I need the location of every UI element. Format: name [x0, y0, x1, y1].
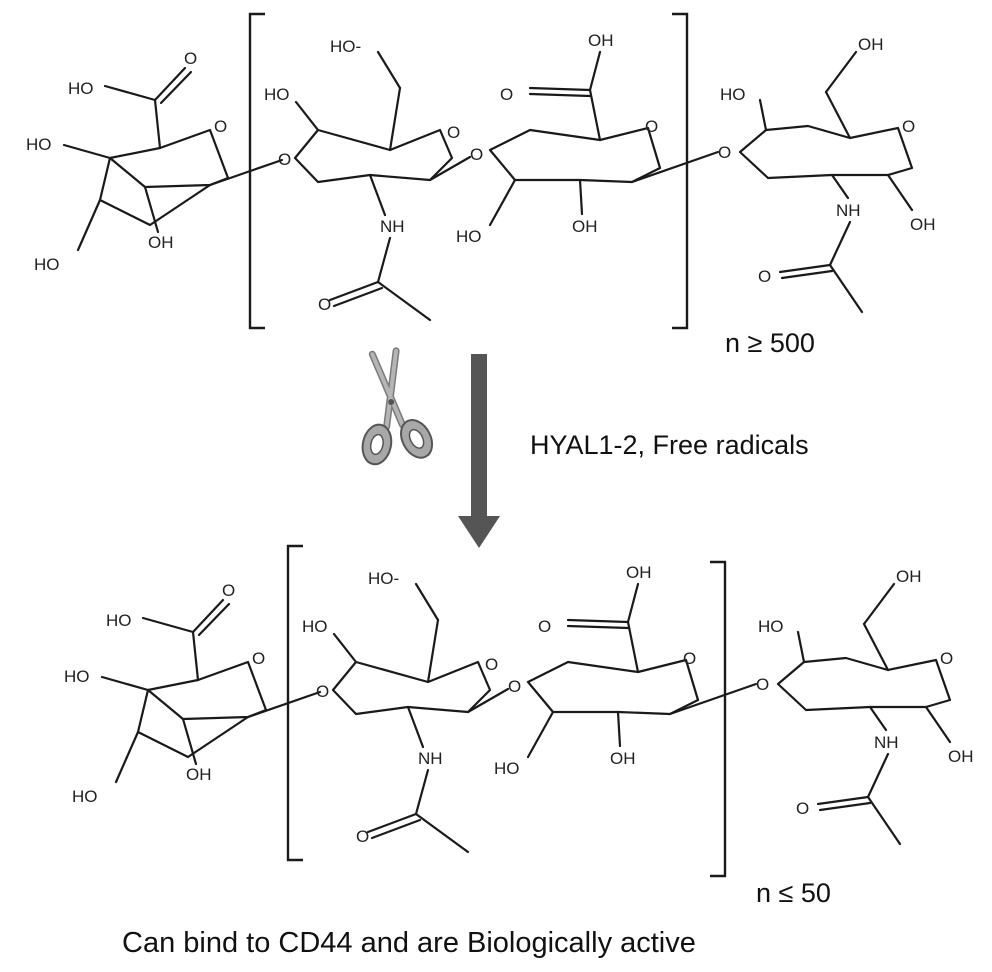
repeat-bracket-right: [672, 12, 689, 330]
ring-oxygen-label: O: [447, 123, 460, 142]
atom-label-o: O: [356, 827, 369, 846]
atom-label-ho: HO: [68, 79, 94, 98]
atom-label-nh: NH: [836, 201, 861, 220]
atom-label-ho: HO: [34, 255, 60, 274]
atom-label-ho: HO: [106, 611, 132, 630]
repeat-bracket-left: [248, 12, 265, 330]
atom-label-ho: HO: [302, 617, 328, 636]
atom-label-ho-dash: HO-: [330, 37, 361, 56]
atom-label-oh: OH: [572, 217, 598, 236]
glucuronic-acid-repeat-unit: OH O O HO OH: [456, 31, 720, 246]
atom-label-o: O: [796, 799, 809, 818]
reaction-label: HYAL1-2, Free radicals: [530, 430, 809, 460]
scissors-icon: [361, 347, 434, 466]
atom-label-ho: HO: [264, 85, 290, 104]
repeat-count-bottom: n ≤ 50: [756, 878, 831, 908]
n-acetylglucosamine-unit: HO HO- O NH O O: [264, 37, 483, 322]
down-arrow: [458, 354, 500, 548]
atom-label-ho: HO: [758, 617, 784, 636]
atom-label-ho: HO: [26, 135, 52, 154]
glycosidic-oxygen-label: O: [470, 145, 483, 164]
reaction-step: HYAL1-2, Free radicals: [361, 347, 809, 548]
ring-oxygen-label: O: [645, 117, 658, 136]
reducing-end-glcnac-unit: HO OH O NH OH O O: [756, 567, 974, 846]
n-acetylglucosamine-unit: HO HO- O NH O O: [302, 569, 521, 854]
atom-label-o: O: [184, 49, 197, 68]
atom-label-oh: OH: [588, 31, 614, 50]
atom-label-ho: HO: [72, 787, 98, 806]
atom-label-oh: OH: [610, 749, 636, 768]
atom-label-ho-dash: HO-: [368, 569, 399, 588]
atom-label-oh: OH: [910, 215, 936, 234]
atom-label-ho: HO: [720, 85, 746, 104]
repeat-bracket-right: [710, 560, 727, 878]
ring-oxygen-label: O: [683, 649, 696, 668]
atom-label-o: O: [222, 581, 235, 600]
reducing-end-glcnac-unit: HO OH O NH OH O O: [718, 35, 936, 314]
atom-label-o: O: [318, 295, 331, 314]
glucuronic-acid-unit: HO O O HO OH HO O: [26, 49, 291, 274]
top-hyaluronan-structure: HO O O HO OH HO O HO HO- O NH O: [26, 12, 936, 358]
bottom-hyaluronan-structure: HO O O HO OH HO O HO HO- O NH O O: [64, 544, 974, 908]
glucuronic-acid-repeat-unit: OH O O HO OH: [494, 563, 758, 778]
atom-label-nh: NH: [380, 217, 405, 236]
glucuronic-acid-unit: HO O O HO OH HO O: [64, 581, 329, 806]
atom-label-oh: OH: [186, 765, 212, 784]
atom-label-nh: NH: [874, 733, 899, 752]
atom-label-o: O: [758, 267, 771, 286]
glycosidic-oxygen-label: O: [278, 150, 291, 169]
atom-label-ho: HO: [494, 759, 520, 778]
atom-label-oh: OH: [948, 747, 974, 766]
glycosidic-oxygen-label: O: [756, 675, 769, 694]
atom-label-o: O: [500, 85, 513, 104]
repeat-count-top: n ≥ 500: [725, 328, 815, 358]
ring-oxygen-label: O: [940, 649, 953, 668]
caption: Can bind to CD44 and are Biologically ac…: [122, 927, 696, 959]
atom-label-oh: OH: [896, 567, 922, 586]
atom-label-ho: HO: [456, 227, 482, 246]
atom-label-oh: OH: [626, 563, 652, 582]
atom-label-o: O: [538, 617, 551, 636]
glycosidic-oxygen-label: O: [718, 143, 731, 162]
atom-label-oh: OH: [148, 233, 174, 252]
glycosidic-oxygen-label: O: [508, 677, 521, 696]
ring-oxygen-label: O: [214, 117, 227, 136]
ring-oxygen-label: O: [252, 649, 265, 668]
ring-oxygen-label: O: [485, 655, 498, 674]
atom-label-oh: OH: [858, 35, 884, 54]
atom-label-nh: NH: [418, 749, 443, 768]
atom-label-ho: HO: [64, 667, 90, 686]
glycosidic-oxygen-label: O: [316, 682, 329, 701]
repeat-bracket-left: [286, 544, 303, 862]
ring-oxygen-label: O: [902, 117, 915, 136]
